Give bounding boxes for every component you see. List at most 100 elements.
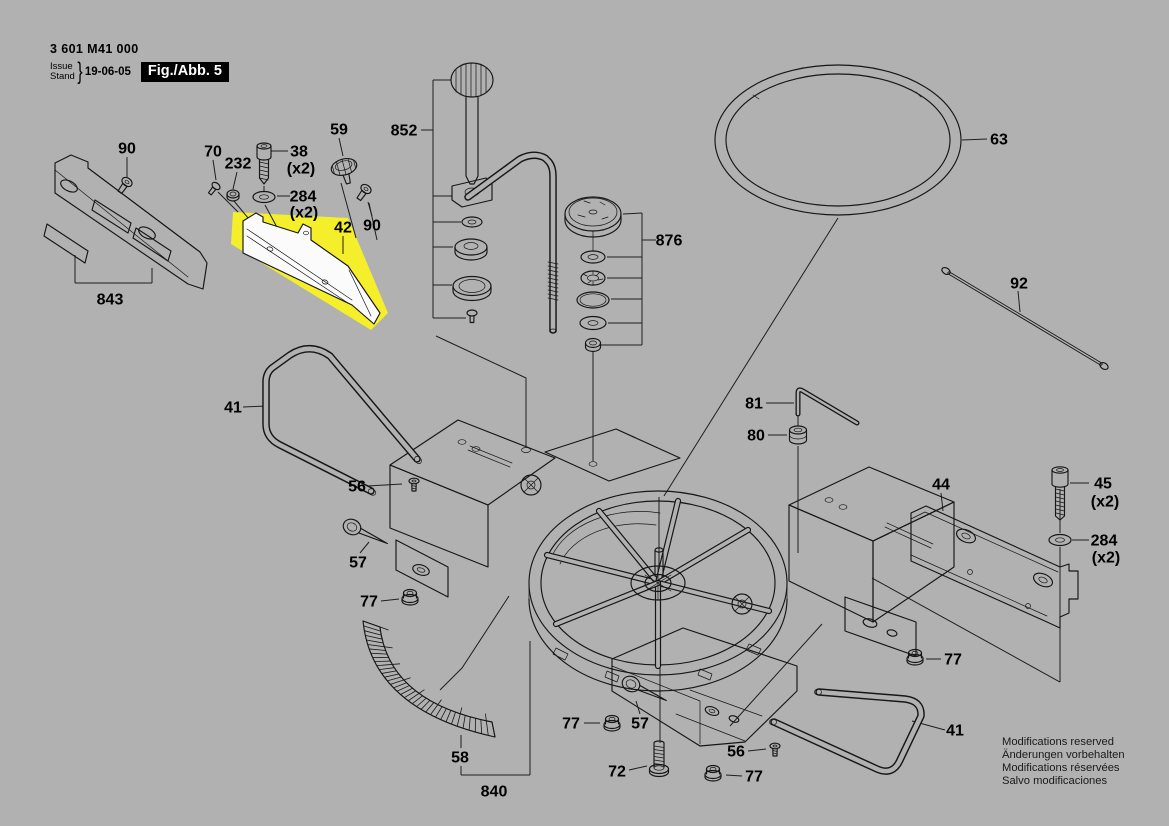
leader-line [725, 774, 743, 777]
callout-876[interactable]: 876 [656, 233, 683, 250]
callout-57-bottom[interactable]: 57 [631, 716, 649, 733]
callout-63[interactable]: 63 [990, 132, 1008, 149]
scale-tick [374, 660, 391, 663]
callout-81[interactable]: 81 [745, 396, 763, 413]
callout-58[interactable]: 58 [451, 750, 469, 767]
leader-line [232, 171, 238, 190]
title-block: 3 601 M41 000 Issue Stand } 19-06-05 Fig… [50, 42, 229, 86]
callout-843[interactable]: 843 [97, 292, 124, 309]
callout-59[interactable]: 59 [330, 122, 348, 139]
callout-840[interactable]: 840 [481, 784, 508, 801]
figure-label: Fig./Abb. 5 [140, 62, 229, 82]
callout-56-bottom[interactable]: 56 [727, 744, 745, 761]
callout-44[interactable]: 44 [932, 477, 950, 494]
modifications-note: Modifications reserved Änderungen vorbeh… [1002, 736, 1125, 788]
callout-45-qty[interactable]: (x2) [1091, 494, 1119, 511]
part-77-nut [401, 588, 419, 606]
leader-line [663, 217, 839, 497]
callout-232[interactable]: 232 [225, 156, 252, 173]
part-80-grommet [788, 425, 808, 445]
part-45-screw [1051, 466, 1069, 521]
leader-line [628, 765, 648, 771]
scale-tick [451, 712, 456, 725]
part-70-pin [207, 181, 221, 196]
scale-tick [369, 648, 386, 651]
modifications-note-line: Modifications réservées [1002, 762, 1120, 774]
part-90-screw-left [117, 176, 133, 195]
scale-tick [445, 710, 452, 723]
part-number: 3 601 M41 000 [50, 42, 139, 56]
callout-41-right[interactable]: 41 [946, 723, 964, 740]
scale-tick [384, 673, 399, 678]
callout-42[interactable]: 42 [334, 220, 352, 237]
stand-label: Stand [50, 71, 75, 82]
scale-tick [412, 695, 423, 705]
scale-tick [425, 702, 435, 713]
leader-line [871, 577, 1061, 683]
modifications-note-line: Salvo modificaciones [1002, 775, 1108, 787]
callout-92[interactable]: 92 [1010, 276, 1028, 293]
part-38-screw [256, 142, 272, 185]
scale-tick [480, 719, 483, 734]
part-284-washer-right [1048, 533, 1072, 547]
callout-41-left[interactable]: 41 [224, 400, 242, 417]
scale-tick [396, 685, 410, 692]
scale-tick [390, 677, 411, 685]
scale-tick [435, 706, 443, 718]
callout-57-left[interactable]: 57 [349, 555, 367, 572]
callout-77-left[interactable]: 77 [360, 594, 378, 611]
callout-77-bottom-mid[interactable]: 77 [745, 769, 763, 786]
callout-284-left[interactable]: 284 [290, 189, 317, 206]
callout-284-right[interactable]: 284 [1091, 533, 1118, 550]
part-57-bolt [342, 518, 388, 545]
part-77-nut [704, 764, 722, 782]
leader-line [368, 202, 378, 241]
callout-70[interactable]: 70 [204, 144, 222, 161]
scale-tick [363, 625, 381, 632]
callout-56-left[interactable]: 56 [348, 479, 366, 496]
callout-38[interactable]: 38 [290, 144, 308, 161]
issue-date: 19-06-05 [84, 66, 131, 78]
leader-line [359, 541, 370, 554]
part-56-screw [408, 477, 420, 492]
callout-77-bottom-left[interactable]: 77 [562, 716, 580, 733]
leader-line [380, 598, 400, 602]
scale-tick [393, 682, 407, 689]
leader-lines [74, 79, 1089, 777]
scale-tick [407, 689, 425, 702]
modifications-note-line: Änderungen vorbehalten [1002, 749, 1125, 761]
scale-tick [440, 708, 447, 720]
callout-284-left-qty[interactable]: (x2) [290, 205, 318, 222]
part-843-fence [43, 154, 208, 290]
scale-tick-marks [362, 620, 496, 738]
issue-label: Issue [50, 61, 73, 72]
leader-line [212, 159, 217, 181]
callout-45[interactable]: 45 [1094, 476, 1112, 493]
scale-tick [362, 620, 389, 631]
part-876-detent-assembly [564, 196, 622, 353]
callout-80[interactable]: 80 [747, 428, 765, 445]
callout-38-qty[interactable]: (x2) [287, 161, 315, 178]
callout-90-left[interactable]: 90 [118, 141, 136, 158]
callout-72[interactable]: 72 [608, 764, 626, 781]
leader-line [622, 212, 643, 215]
scale-tick [379, 667, 395, 670]
scale-tick [387, 676, 402, 682]
part-77-nut [603, 714, 621, 732]
callout-90-mid[interactable]: 90 [363, 218, 381, 235]
brace-glyph: } [77, 58, 83, 85]
part-77-nut [906, 648, 924, 666]
part-41-support-bar-left [262, 345, 422, 496]
leader-line [340, 182, 357, 239]
part-92-rod [941, 266, 1109, 371]
scale-tick [364, 630, 382, 636]
callout-284-right-qty[interactable]: (x2) [1092, 550, 1120, 567]
scale-tick [381, 670, 397, 674]
callout-852[interactable]: 852 [391, 123, 418, 140]
scale-tick [430, 699, 442, 715]
part-232-nut [226, 189, 240, 202]
callout-77-right[interactable]: 77 [944, 652, 962, 669]
leader-line [1017, 290, 1021, 313]
part-852-clamp-assembly [450, 62, 559, 334]
